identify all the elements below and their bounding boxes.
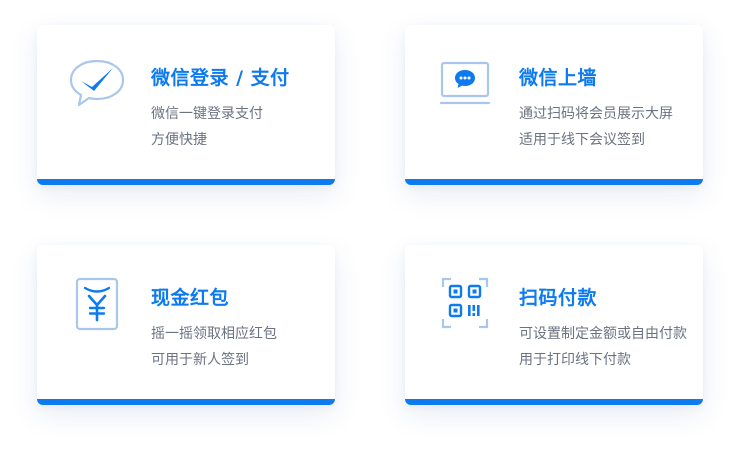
qr-code-scan-icon	[435, 275, 495, 331]
card-description-line-2: 可用于新人签到	[151, 352, 249, 368]
checkmark-chat-bubble-icon	[67, 55, 127, 111]
feature-card-wechat-login[interactable]: 微信登录 / 支付 微信一键登录支付 方便快捷	[37, 25, 335, 185]
feature-card-qr-payment[interactable]: 扫码付款 可设置制定金额或自由付款 用于打印线下付款	[405, 245, 703, 405]
card-accent-bar	[37, 179, 335, 185]
red-envelope-yuan-icon	[67, 275, 127, 331]
card-title: 微信上墙	[519, 67, 598, 89]
feature-card-wechat-wall[interactable]: 微信上墙 通过扫码将会员展示大屏 适用于线下会议签到	[405, 25, 703, 185]
card-accent-bar	[405, 399, 703, 405]
card-title: 现金红包	[151, 287, 230, 309]
card-description-line-1: 通过扫码将会员展示大屏	[519, 106, 673, 122]
card-description-line-2: 用于打印线下付款	[519, 352, 631, 368]
card-title: 扫码付款	[519, 287, 598, 309]
card-description-line-2: 适用于线下会议签到	[519, 132, 645, 148]
card-accent-bar	[405, 179, 703, 185]
card-accent-bar	[37, 399, 335, 405]
card-description-line-1: 微信一键登录支付	[151, 106, 263, 122]
card-description-line-1: 可设置制定金额或自由付款	[519, 326, 687, 342]
card-description-line-2: 方便快捷	[151, 132, 207, 148]
card-description-line-1: 摇一摇领取相应红包	[151, 326, 277, 342]
monitor-chat-icon	[435, 55, 495, 111]
feature-card-cash-red-envelope[interactable]: 现金红包 摇一摇领取相应红包 可用于新人签到	[37, 245, 335, 405]
card-title: 微信登录 / 支付	[151, 67, 290, 89]
